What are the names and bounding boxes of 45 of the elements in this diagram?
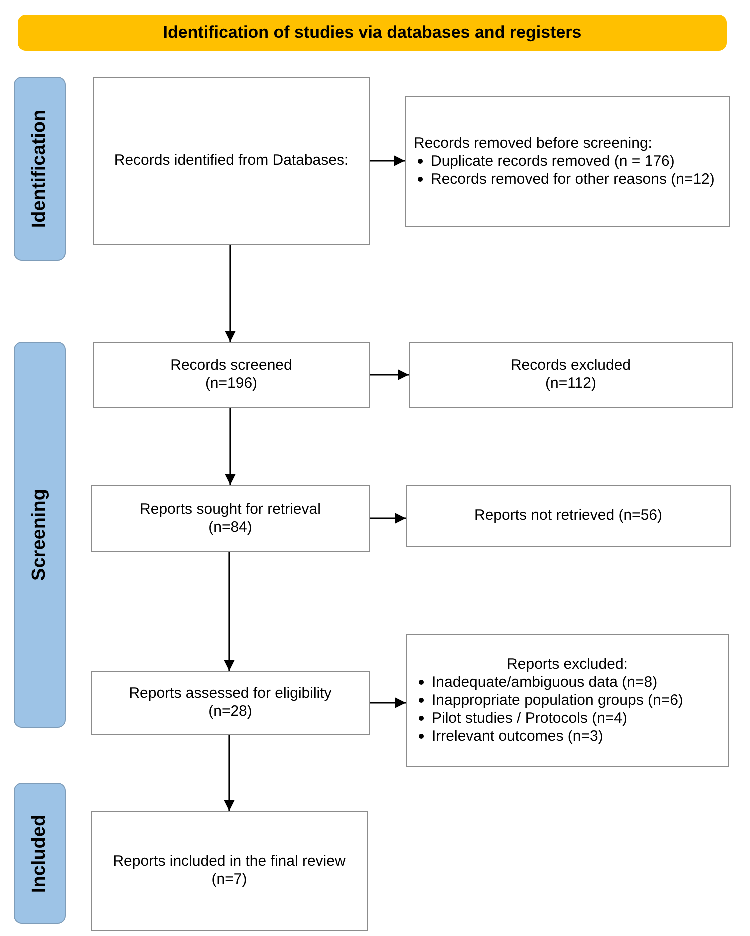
list-item: Irrelevant outcomes (n=3) (432, 728, 604, 746)
box-text: Records screened (170, 357, 292, 375)
arrow (370, 697, 406, 709)
box-text: (n=7) (212, 871, 248, 889)
list-item: Inappropriate population groups (n=6) (432, 692, 684, 710)
process-box (409, 342, 733, 408)
process-box (93, 342, 370, 408)
process-box (405, 96, 730, 227)
phase-band (14, 783, 66, 924)
phase-label: Screening (29, 489, 51, 581)
list-item: Duplicate records removed (n = 176) (431, 152, 675, 170)
phase-label: Included (29, 814, 51, 893)
box-text: Records identified from Databases: (114, 152, 349, 170)
box-text: (n=28) (208, 703, 252, 721)
phase-band (14, 77, 66, 261)
box-text: Reports assessed for eligibility (129, 685, 332, 703)
box-text: (n=196) (205, 375, 258, 393)
box-text: (n=112) (545, 375, 596, 393)
box-heading: Reports excluded: (506, 656, 629, 674)
box-heading: Records removed before screening: (414, 134, 654, 152)
phase-band (14, 342, 66, 728)
process-box (91, 485, 370, 552)
box-text: Reports not retrieved (n=56) (474, 507, 662, 525)
process-box (406, 634, 729, 767)
arrow (370, 369, 409, 381)
banner-title: Identification of studies via databases and registers (163, 23, 582, 43)
list-item: Inadequate/ambiguous data (n=8) (432, 674, 658, 692)
list-item: Records removed for other reasons (n=12) (431, 170, 715, 188)
process-box (406, 485, 731, 547)
list-item: Pilot studies / Protocols (n=4) (432, 710, 628, 728)
arrow (370, 512, 406, 524)
box-text: Reports sought for retrieval (140, 500, 321, 518)
process-box (91, 671, 370, 735)
title-banner (18, 15, 727, 51)
process-box (93, 77, 370, 245)
box-text: Records excluded (510, 357, 632, 375)
box-text: (n=84) (208, 518, 252, 536)
arrow (224, 735, 236, 811)
box-text: Reports included in the final review (113, 853, 346, 871)
arrow (224, 552, 236, 671)
arrow (370, 155, 405, 167)
phase-label: Identification (29, 110, 51, 228)
process-box (91, 811, 368, 931)
arrow (224, 408, 236, 485)
arrow (224, 245, 236, 342)
